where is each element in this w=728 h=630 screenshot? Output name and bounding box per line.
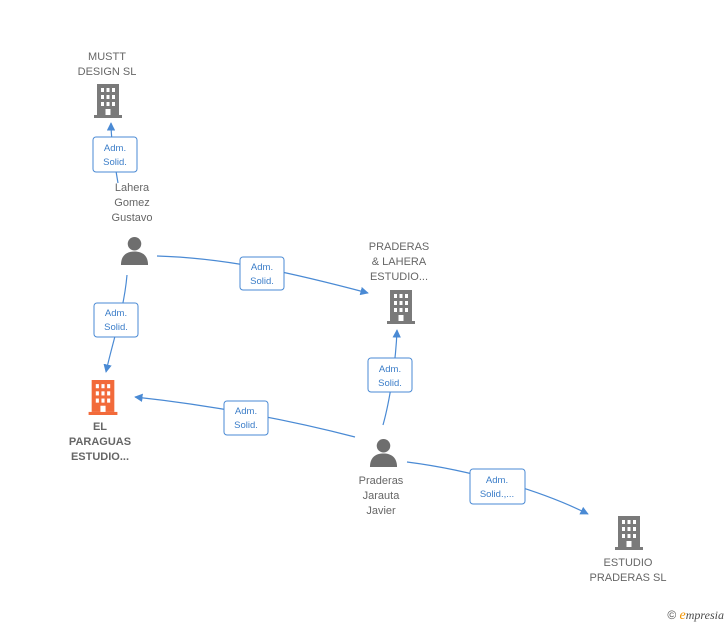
edge-label-box — [223, 400, 269, 436]
person-icon — [369, 438, 398, 467]
node-mustt[interactable]: MUSTT DESIGN SL — [78, 51, 137, 118]
edge-label-box — [367, 357, 413, 393]
edge-label-box — [239, 256, 285, 291]
edge-label-e2[interactable]: Adm. Solid. — [239, 256, 285, 291]
node-label: Praderas — [359, 475, 404, 487]
node-label: ESTUDIO — [604, 557, 653, 569]
node-praderas-lahera[interactable]: PRADERAS & LAHERA ESTUDIO... — [369, 241, 430, 324]
edge-label-e4[interactable]: Adm. Solid. — [367, 357, 413, 393]
edge-label-line: Adm. — [379, 364, 401, 375]
node-label: MUSTT — [88, 51, 126, 63]
node-label: Jarauta — [363, 490, 401, 502]
edge-label-line: Solid.,... — [480, 489, 514, 500]
edge-label-line: Solid. — [250, 276, 274, 287]
edge-label-e1[interactable]: Adm. Solid. — [92, 136, 138, 173]
edge-label-line: Solid. — [103, 157, 127, 168]
edge-label-line: Solid. — [378, 378, 402, 389]
node-label: PRADERAS SL — [589, 572, 666, 584]
node-label: ESTUDIO... — [370, 271, 428, 283]
brand-name: mpresia — [685, 608, 724, 622]
edge-label-box — [92, 136, 138, 173]
node-label: Javier — [366, 505, 396, 517]
node-label: ESTUDIO... — [71, 451, 129, 463]
node-label: EL — [93, 421, 107, 433]
edge-label-line: Solid. — [234, 420, 258, 431]
edges — [103, 122, 589, 515]
edge-label-line: Adm. — [251, 262, 273, 273]
node-label: DESIGN SL — [78, 66, 137, 78]
node-lahera[interactable]: Lahera Gomez Gustavo — [112, 182, 153, 265]
node-label: Gustavo — [112, 212, 153, 224]
edge-label-line: Adm. — [104, 143, 126, 154]
building-icon — [94, 84, 122, 118]
edge-label-box — [93, 302, 139, 338]
node-label: PRADERAS — [369, 241, 430, 253]
edge-label-line: Adm. — [235, 406, 257, 417]
node-label: PARAGUAS — [69, 436, 131, 448]
brand-logo-letter: e — [679, 608, 686, 623]
node-label: & LAHERA — [372, 256, 427, 268]
building-icon — [615, 516, 643, 550]
copyright-icon: © — [667, 608, 677, 622]
edge-label-line: Solid. — [104, 322, 128, 333]
edge-label-e5[interactable]: Adm. Solid. — [223, 400, 269, 436]
footer-brand: © empresia — [667, 608, 724, 624]
person-icon — [120, 236, 149, 265]
building-icon — [387, 290, 415, 324]
node-estudio-praderas[interactable]: ESTUDIO PRADERAS SL — [589, 516, 667, 584]
edge-label-box — [469, 468, 526, 505]
edge-label-e6[interactable]: Adm. Solid.,... — [469, 468, 526, 505]
node-label: Gomez — [114, 197, 149, 209]
edge-label-e3[interactable]: Adm. Solid. — [93, 302, 139, 338]
edge-label-line: Adm. — [486, 475, 508, 486]
node-praderas[interactable]: Praderas Jarauta Javier — [359, 438, 404, 517]
node-label: Lahera — [115, 182, 150, 194]
building-icon — [88, 380, 118, 415]
node-el-paraguas[interactable]: EL PARAGUAS ESTUDIO... — [69, 380, 131, 463]
edge-label-line: Adm. — [105, 308, 127, 319]
